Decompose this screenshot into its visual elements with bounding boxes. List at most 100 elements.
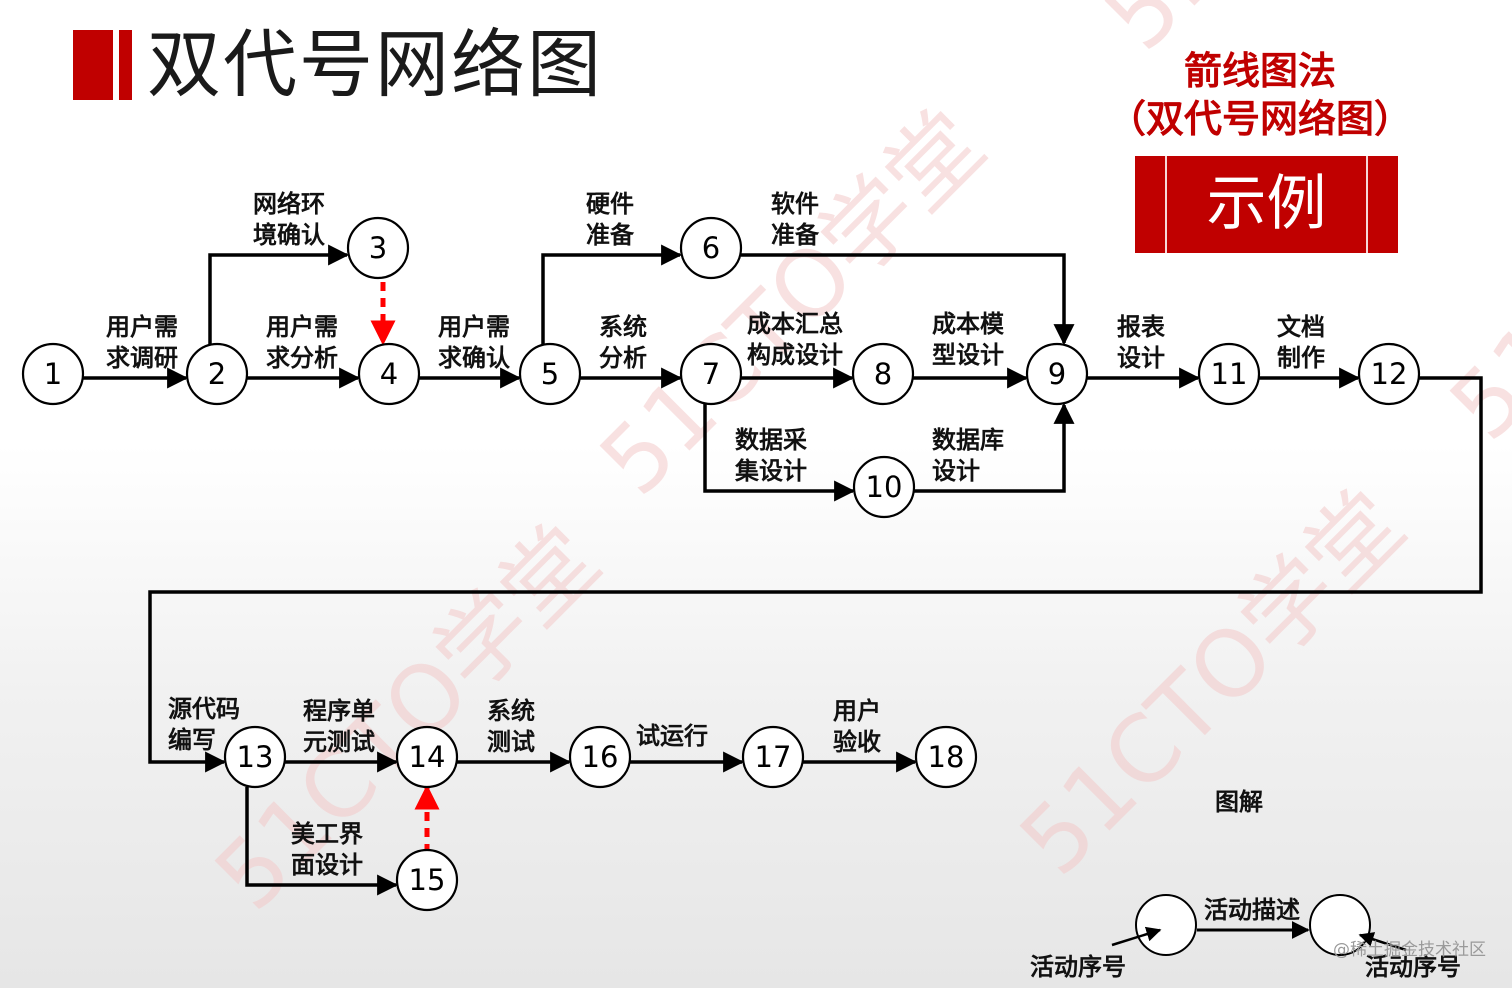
activity-label-line: 设计: [932, 457, 980, 485]
legend-title: 图解: [1215, 788, 1263, 816]
node-number: 11: [1211, 357, 1248, 391]
activity-label-line: 准备: [586, 221, 635, 249]
node-7: 7: [679, 342, 743, 406]
edges-layer: [83, 244, 1483, 896]
node-number: 10: [866, 470, 903, 504]
legend-node-left: [1135, 894, 1197, 956]
node-18: 18: [914, 725, 978, 789]
node-number: 16: [582, 740, 619, 774]
activity-label-2-3: 网络环境确认: [253, 190, 325, 249]
watermark-text: 51CTO学堂: [1085, 0, 1510, 71]
node-circle: [185, 342, 249, 406]
node-4: 4: [357, 342, 421, 406]
example-label: 示例: [1206, 169, 1327, 239]
activity-label-line: 报表: [1117, 313, 1166, 341]
activity-label-line: 构成设计: [747, 341, 843, 369]
node-circle: [741, 725, 805, 789]
activity-label-17-18: 用户验收: [833, 697, 881, 756]
node-circle: [679, 216, 743, 280]
node-12: 12: [1357, 342, 1421, 406]
legend-node-right: [1309, 894, 1371, 956]
legend-node-label-right: 活动序号: [1365, 953, 1461, 981]
activity-label-1-2: 用户需求调研: [106, 313, 178, 372]
activity-label-2-4: 用户需求分析: [266, 313, 338, 372]
node-circle: [357, 342, 421, 406]
node-number: 18: [928, 740, 965, 774]
node-number: 2: [208, 357, 226, 391]
node-circle: [914, 725, 978, 789]
activity-label-5-7: 系统分析: [599, 313, 647, 372]
activity-label-6-9: 软件准备: [771, 190, 820, 249]
activity-label-line: 集设计: [734, 457, 807, 485]
credit-text: @稀土掘金技术社区: [1333, 940, 1486, 960]
legend: 图解活动描述活动序号活动序号: [1030, 788, 1461, 981]
node-number: 8: [874, 357, 892, 391]
activity-label-line: 程序单: [303, 697, 375, 725]
activity-label-line: 成本汇总: [747, 310, 843, 338]
node-number: 3: [369, 231, 387, 265]
method-subtitle: （双代号网络图）: [1107, 97, 1412, 141]
node-8: 8: [851, 342, 915, 406]
activity-label-line: 成本模: [932, 310, 1005, 338]
activity-label-13-14: 程序单元测试: [303, 697, 375, 756]
node-6: 6: [679, 216, 743, 280]
node-circle: [1197, 342, 1261, 406]
watermark-layer: 51CTO学堂51CTO学堂51CTO学堂51CTO学堂51CTO学堂: [195, 0, 1512, 931]
activity-label-line: 系统: [599, 313, 647, 341]
watermark-text: 51CTO学堂: [1000, 471, 1425, 896]
activity-label-line: 用户需: [106, 313, 178, 341]
activity-arrow-13-15: [245, 787, 399, 896]
node-circle: [346, 216, 410, 280]
activity-label-line: 用户需: [438, 313, 510, 341]
activity-label-line: 求确认: [438, 344, 510, 372]
activity-label-line: 验收: [833, 728, 881, 756]
node-circle: [679, 342, 743, 406]
activity-label-line: 数据采: [735, 426, 807, 454]
activity-label-line: 设计: [1117, 344, 1165, 372]
activity-label-line: 求调研: [106, 344, 178, 372]
node-circle: [568, 725, 632, 789]
node-circle: [223, 725, 287, 789]
activity-label-line: 系统: [487, 697, 535, 725]
title-accent-bar-thin: [119, 30, 132, 100]
page-title: 双代号网络图: [147, 22, 603, 108]
activity-label-7-8: 成本汇总构成设计: [747, 310, 843, 369]
node-11: 11: [1197, 342, 1261, 406]
method-title: 箭线图法: [1183, 49, 1336, 93]
node-17: 17: [741, 725, 805, 789]
activity-label-line: 软件: [771, 190, 819, 218]
node-number: 13: [237, 740, 274, 774]
node-16: 16: [568, 725, 632, 789]
activity-label-line: 用户: [833, 697, 881, 725]
activity-label-5-6: 硬件准备: [586, 190, 635, 249]
legend-activity-label: 活动描述: [1204, 896, 1300, 924]
node-circle: [21, 342, 85, 406]
node-9: 9: [1025, 342, 1089, 406]
node-5: 5: [518, 342, 582, 406]
example-banner: 示例: [1135, 156, 1398, 253]
activity-label-4-5: 用户需求确认: [438, 313, 510, 372]
node-14: 14: [395, 725, 459, 789]
activity-label-line: 测试: [487, 728, 535, 756]
activity-label-line: 数据库: [932, 426, 1004, 454]
node-circle: [852, 455, 916, 519]
node-2: 2: [185, 342, 249, 406]
activity-label-11-12: 文档制作: [1277, 313, 1325, 372]
node-15: 15: [395, 848, 459, 912]
node-number: 12: [1371, 357, 1408, 391]
node-number: 4: [380, 357, 398, 391]
node-1: 1: [21, 342, 85, 406]
activity-label-14-16: 系统测试: [487, 697, 535, 756]
activity-label-line: 求分析: [266, 344, 338, 372]
activity-label-line: 硬件: [586, 190, 634, 218]
node-circle: [851, 342, 915, 406]
activity-label-16-17: 试运行: [636, 722, 708, 750]
node-number: 14: [409, 740, 446, 774]
node-number: 1: [44, 357, 62, 391]
node-13: 13: [223, 725, 287, 789]
node-number: 9: [1048, 357, 1066, 391]
activity-label-line: 准备: [771, 221, 820, 249]
node-number: 5: [541, 357, 559, 391]
node-number: 17: [755, 740, 792, 774]
